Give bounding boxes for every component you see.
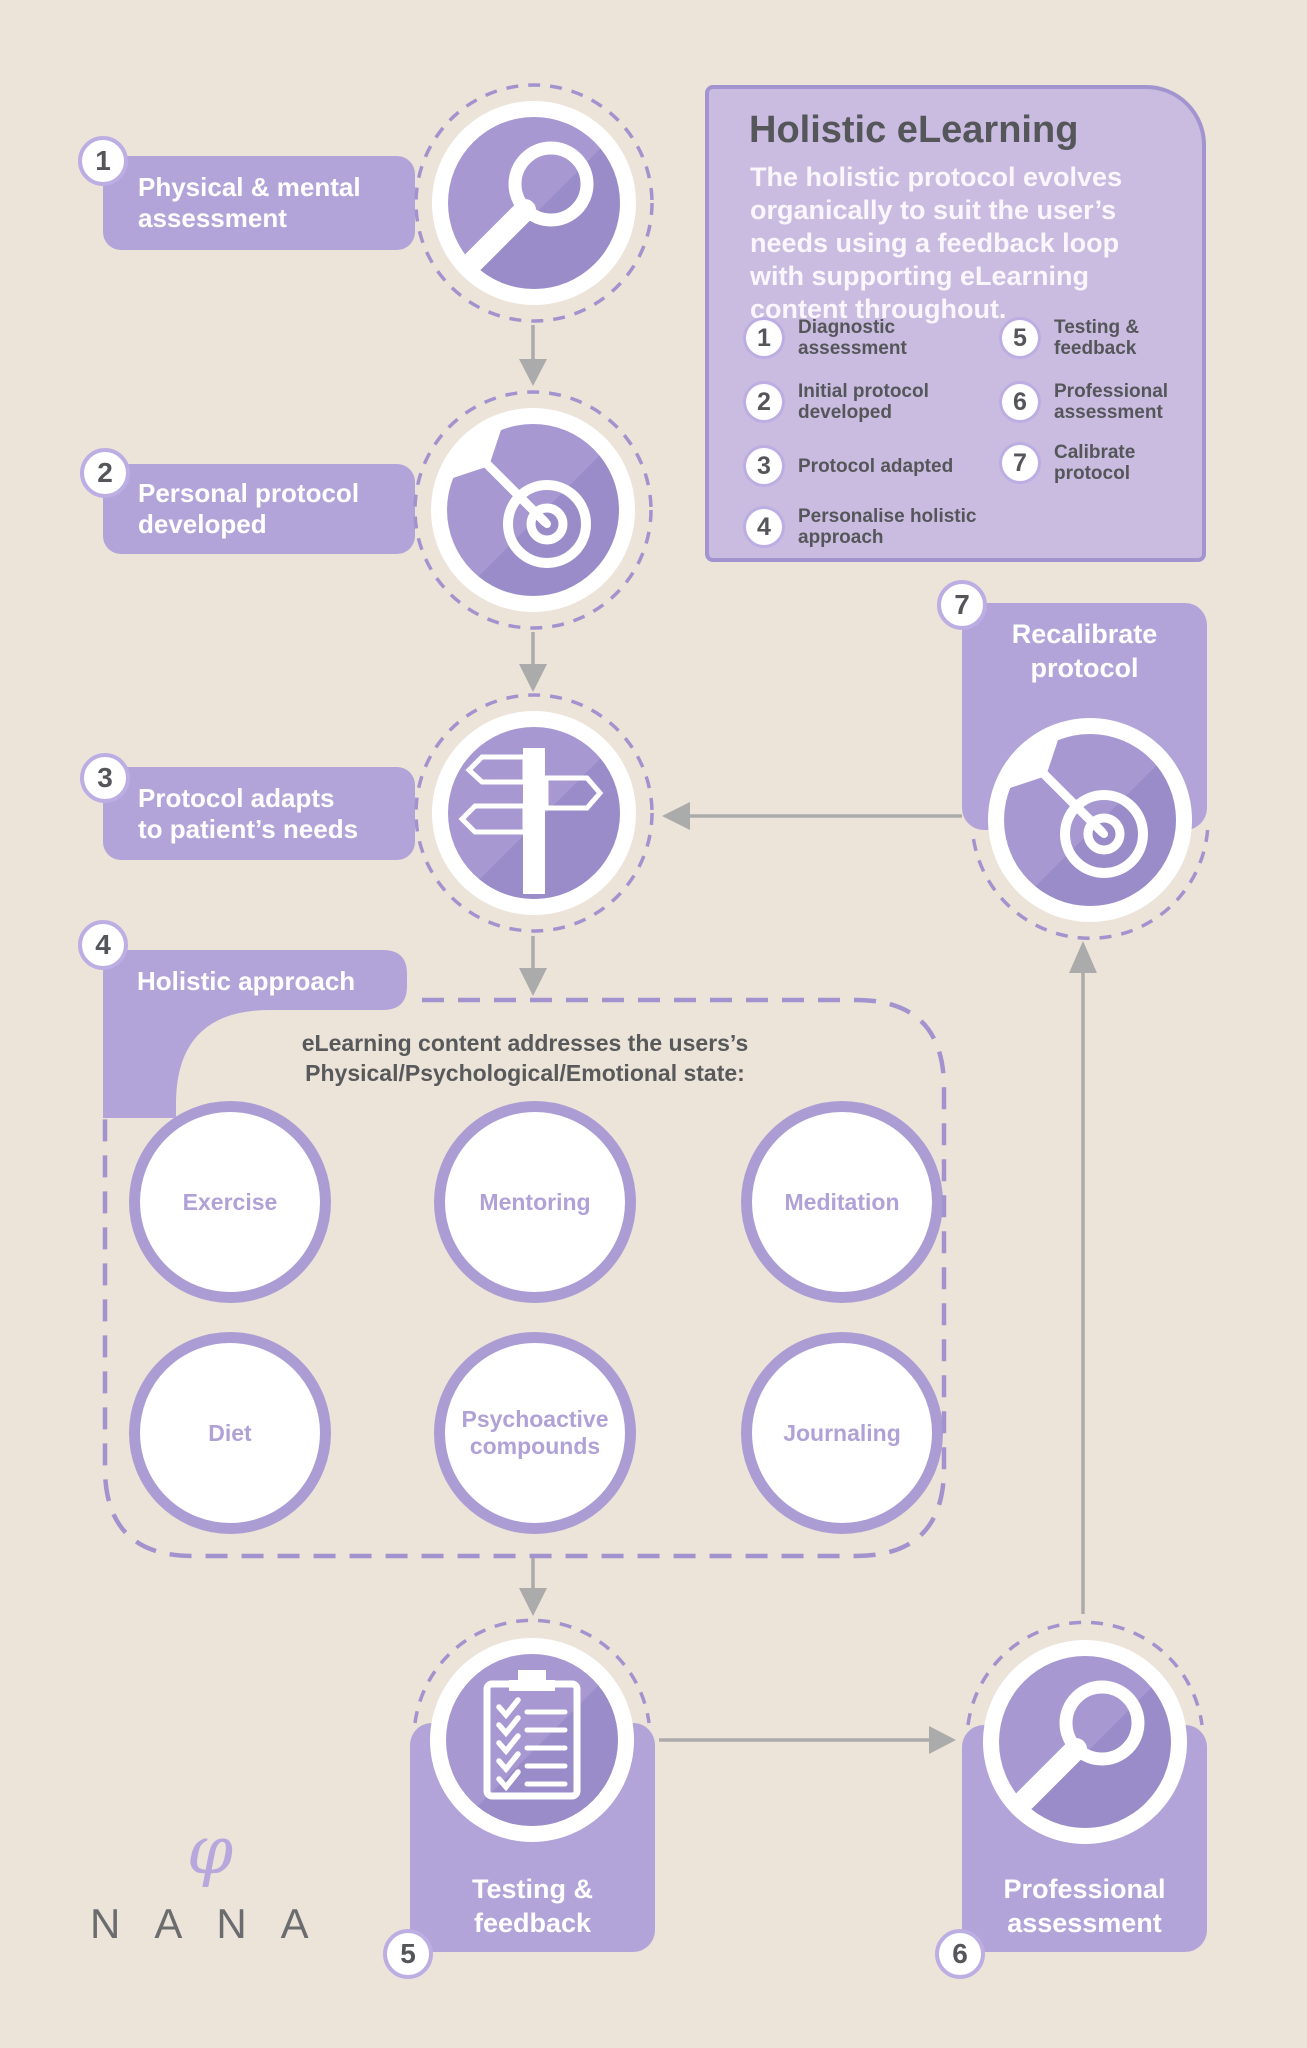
legend-description-line: needs using a feedback loop bbox=[750, 228, 1120, 258]
diet-label: Diet bbox=[208, 1419, 252, 1446]
step3-label-bar: Protocol adapts to patient’s needs bbox=[103, 767, 415, 860]
journaling-circle: Journaling bbox=[741, 1332, 943, 1534]
legend-item-1-number-badge: 1 bbox=[743, 317, 785, 359]
psychoactive-compounds-circle: Psychoactive compounds bbox=[434, 1332, 636, 1534]
step3-label-line2: to patient’s needs bbox=[138, 813, 359, 844]
step1-label-bar: Physical & mental assessment bbox=[103, 156, 415, 250]
legend-item-4-label2: approach bbox=[798, 527, 884, 548]
diet-circle: Diet bbox=[129, 1332, 331, 1534]
mentoring-circle: Mentoring bbox=[434, 1101, 636, 1303]
meditation-label: Meditation bbox=[784, 1188, 900, 1215]
step1-number-badge: 1 bbox=[78, 136, 128, 186]
legend-item-7-label2: protocol bbox=[1054, 463, 1130, 484]
legend-item-2-label2: developed bbox=[798, 402, 892, 423]
step5-label-line1: Testing & bbox=[472, 1874, 593, 1904]
step5-label-line2: feedback bbox=[473, 1908, 592, 1938]
legend-item-6-label: Professional bbox=[1054, 381, 1169, 402]
step2-icon-circle bbox=[413, 390, 653, 630]
step7-card: Recalibrate protocol bbox=[962, 603, 1207, 830]
arrow-step3-to-holistic-box bbox=[519, 936, 547, 996]
arrow-holistic-box-to-step5 bbox=[519, 1558, 547, 1616]
step4-number-badge: 4 bbox=[78, 920, 128, 970]
arrow-step5-to-step6 bbox=[659, 1726, 956, 1754]
step2-number-badge: 2 bbox=[80, 448, 130, 498]
step6-label-line2: assessment bbox=[1007, 1908, 1162, 1938]
step3-label-line1: Protocol adapts bbox=[138, 782, 335, 813]
mentoring-label: Mentoring bbox=[479, 1188, 591, 1215]
step7-label-line1: Recalibrate bbox=[1011, 619, 1158, 649]
legend-item-3: 3 Protocol adapted bbox=[743, 445, 953, 487]
arrow-step2-to-step3 bbox=[519, 632, 547, 692]
step5-card: Testing & feedback bbox=[410, 1723, 655, 1952]
legend-item-7-number-badge: 7 bbox=[999, 442, 1041, 484]
step5-number-badge: 5 bbox=[383, 1929, 433, 1979]
legend-item-4-label: Personalise holistic bbox=[798, 506, 977, 527]
nana-logo-wordmark: NANA bbox=[90, 1900, 343, 1947]
step1-icon-circle bbox=[414, 83, 654, 323]
step3-number-badge: 3 bbox=[80, 753, 130, 803]
step1-label-line1: Physical & mental bbox=[138, 172, 361, 202]
arrow-step7-to-step3 bbox=[662, 802, 962, 830]
step5-dashed-ring bbox=[413, 1618, 651, 1724]
step6-dashed-ring bbox=[966, 1620, 1204, 1726]
step7-dashed-ring bbox=[970, 829, 1210, 940]
legend-item-1-label2: assessment bbox=[798, 338, 907, 359]
legend-item-2-number-badge: 2 bbox=[743, 381, 785, 423]
legend-item-7-label: Calibrate bbox=[1054, 442, 1136, 463]
legend-item-6-label2: assessment bbox=[1054, 402, 1163, 423]
legend-item-5-label2: feedback bbox=[1054, 338, 1137, 359]
step3-icon-circle bbox=[414, 693, 654, 933]
legend-item-1-label: Diagnostic bbox=[798, 317, 896, 338]
step6-card: Professional assessment bbox=[962, 1725, 1207, 1952]
legend-description-line: with supporting eLearning bbox=[750, 261, 1089, 291]
step7-label-line2: protocol bbox=[1030, 653, 1139, 683]
legend-item-5-label: Testing & bbox=[1054, 317, 1140, 338]
legend-item-2-label: Initial protocol bbox=[798, 381, 929, 402]
step2-label-bar: Personal protocol developed bbox=[103, 464, 415, 554]
legend-description-line: organically to suit the user’s bbox=[750, 195, 1117, 225]
meditation-circle: Meditation bbox=[741, 1101, 943, 1303]
step2-label-line1: Personal protocol bbox=[138, 478, 360, 508]
psychoactive-compounds-label: Psychoactive compounds bbox=[461, 1406, 609, 1459]
step7-number-badge: 7 bbox=[937, 580, 987, 630]
legend-item-3-label: Protocol adapted bbox=[798, 455, 954, 477]
legend-item-5-number-badge: 5 bbox=[999, 317, 1041, 359]
target-dart-icon bbox=[447, 424, 591, 568]
legend-item-6-number-badge: 6 bbox=[999, 381, 1041, 423]
legend-description-line: The holistic protocol evolves bbox=[750, 162, 1123, 192]
arrow-step6-to-step7 bbox=[1069, 941, 1097, 1614]
exercise-circle: Exercise bbox=[129, 1101, 331, 1303]
holistic-box-heading-line2: Physical/Psychological/Emotional state: bbox=[305, 1060, 745, 1086]
legend-description: The holistic protocol evolves organicall… bbox=[750, 161, 1122, 326]
legend-description-line: content throughout. bbox=[750, 294, 1007, 324]
signpost-icon bbox=[458, 748, 604, 894]
magnifier-icon bbox=[463, 141, 594, 272]
holistic-box-heading: eLearning content addresses the users’s … bbox=[105, 1028, 945, 1088]
step2-label-line2: developed bbox=[138, 509, 267, 539]
step6-label-line1: Professional bbox=[1003, 1874, 1166, 1904]
holistic-box-heading-line1: eLearning content addresses the users’s bbox=[301, 1030, 749, 1056]
legend-item-3-number-badge: 3 bbox=[743, 445, 785, 487]
step1-label-line2: assessment bbox=[138, 203, 287, 233]
legend-panel: Holistic eLearning The holistic protocol… bbox=[705, 85, 1206, 562]
legend-title: Holistic eLearning bbox=[749, 109, 1079, 151]
legend-item-4-number-badge: 4 bbox=[743, 506, 785, 548]
exercise-label: Exercise bbox=[182, 1188, 278, 1215]
journaling-label: Journaling bbox=[783, 1419, 901, 1446]
nana-phi-logo-icon: φ bbox=[186, 1812, 234, 1889]
legend-item-5: 5 Testing &feedback bbox=[999, 317, 1139, 359]
step6-number-badge: 6 bbox=[935, 1929, 985, 1979]
step4-label: Holistic approach bbox=[137, 966, 355, 996]
arrow-step1-to-step2 bbox=[519, 325, 547, 386]
